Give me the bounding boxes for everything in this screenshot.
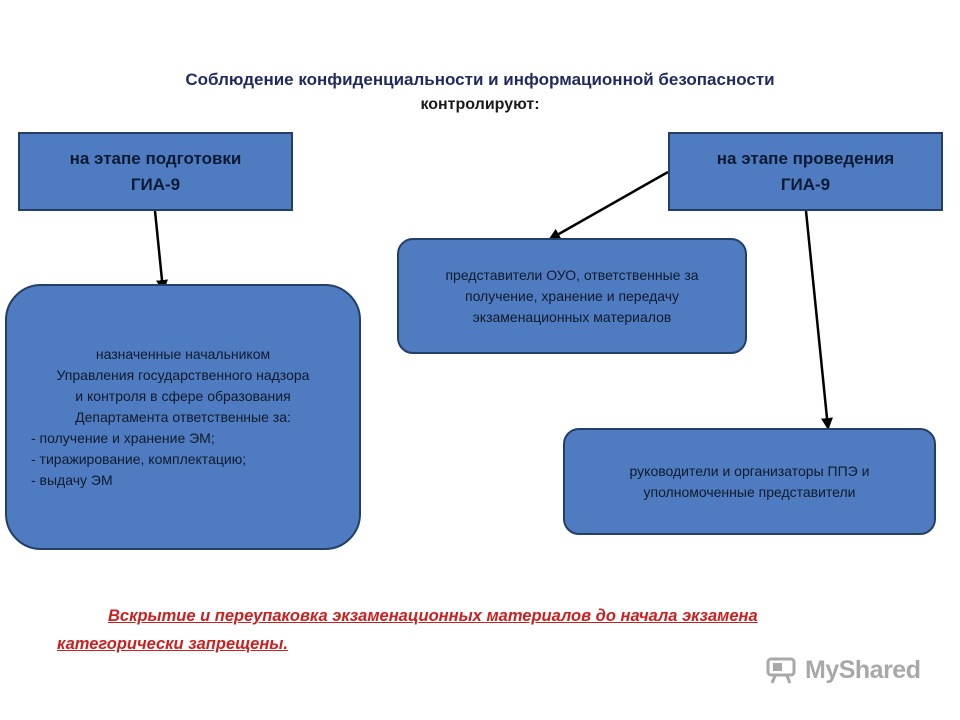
stage-conduct-box: на этапе проведения ГИА-9 xyxy=(668,132,943,211)
projector-icon xyxy=(766,657,796,684)
preparation-responsible-box: назначенные начальником Управления госуд… xyxy=(5,284,361,550)
detail-item: - выдачу ЭМ xyxy=(31,471,113,488)
detail-line: и контроля в сфере образования xyxy=(75,387,291,404)
detail-line: назначенные начальником xyxy=(95,345,271,362)
stage-conduct-exam: ГИА-9 xyxy=(780,174,831,194)
ouo-line: экзаменационных материалов xyxy=(472,308,672,325)
ouo-line: представители ОУО, ответственные за xyxy=(445,266,699,283)
stage-preparation-label: на этапе подготовки xyxy=(69,148,242,168)
detail-line: Департамента ответственные за: xyxy=(75,408,291,425)
arrow-conduct-to-ppe xyxy=(804,210,833,430)
watermark-text: MyShared xyxy=(805,655,921,684)
ppe-organizers-box: руководители и организаторы ППЭ и уполно… xyxy=(563,428,936,535)
stage-preparation-exam: ГИА-9 xyxy=(130,174,181,194)
detail-item: - получение и хранение ЭМ; xyxy=(31,429,215,446)
stage-conduct-label: на этапе проведения xyxy=(716,148,895,168)
ppe-line: уполномоченные представители xyxy=(643,483,856,500)
watermark-logo: MyShared xyxy=(765,655,921,685)
diagram-title: Соблюдение конфиденциальности и информац… xyxy=(185,70,775,89)
detail-line: Управления государственного надзора xyxy=(56,366,310,383)
arrow-prep-to-detail xyxy=(153,210,168,292)
detail-item: - тиражирование, комплектацию; xyxy=(31,450,247,467)
warning-line-2: категорически запрещены. xyxy=(57,635,288,653)
ouo-representatives-box: представители ОУО, ответственные за полу… xyxy=(397,238,747,354)
stage-preparation-box: на этапе подготовки ГИА-9 xyxy=(18,132,293,211)
ppe-line: руководители и организаторы ППЭ и xyxy=(629,462,870,479)
ouo-line: получение, хранение и передачу xyxy=(464,287,680,304)
arrow-conduct-to-ouo xyxy=(548,170,669,241)
warning-line-1: Вскрытие и переупаковка экзаменационных … xyxy=(108,607,758,625)
diagram-subtitle: контролируют: xyxy=(420,96,540,113)
